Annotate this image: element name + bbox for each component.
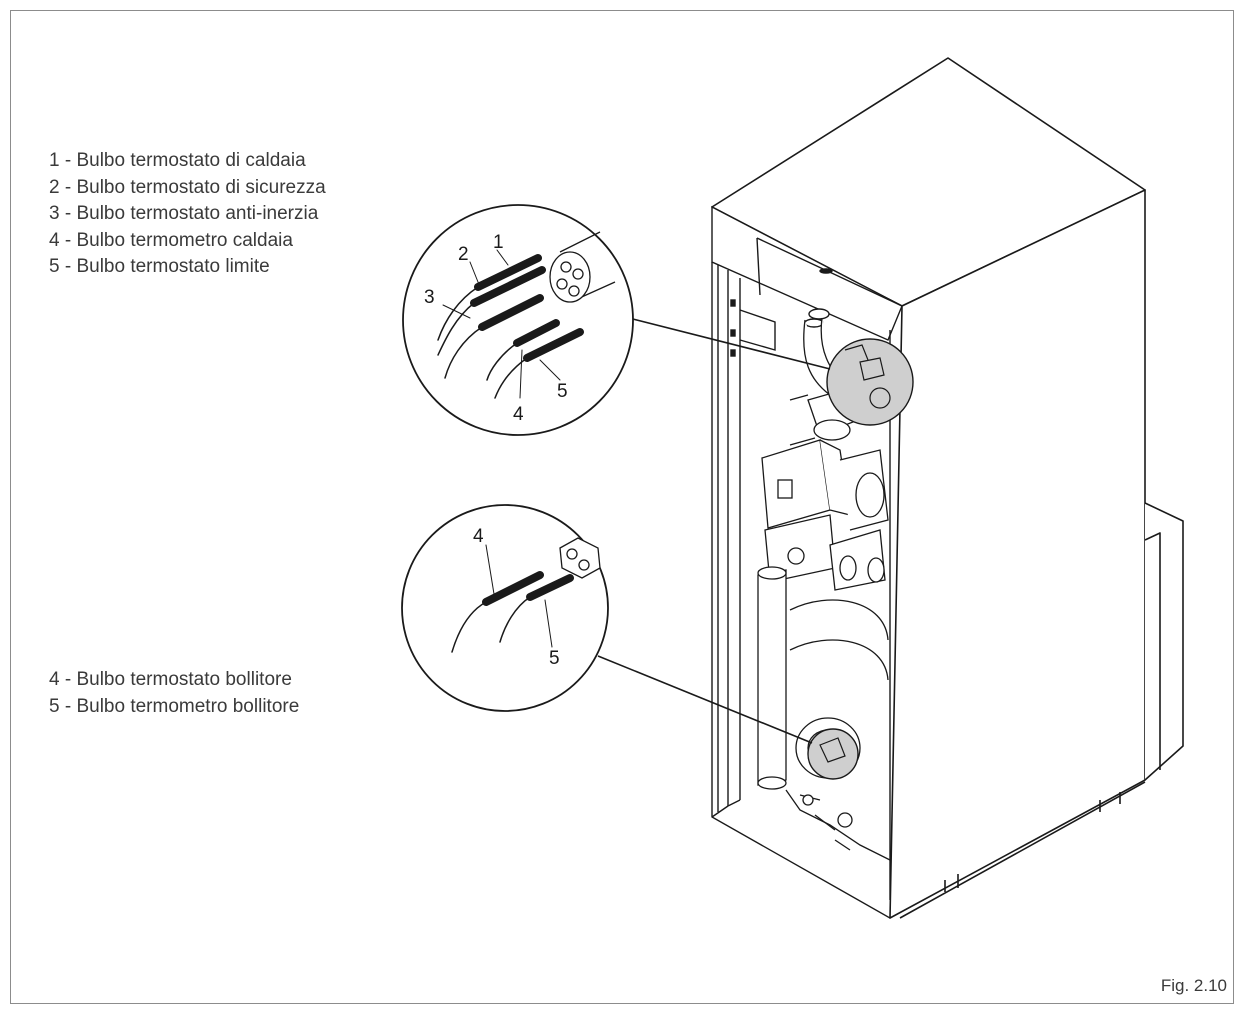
- legend-boiler-bulbs: 1 - Bulbo termostato di caldaia 2 - Bulb…: [49, 148, 326, 281]
- bulb-3: [478, 294, 544, 331]
- callout-number-2: 2: [458, 244, 469, 265]
- callout-number-5-tank: 5: [549, 648, 560, 669]
- bulb-pocket-icon: [549, 231, 616, 303]
- tank-pocket-icon: [559, 537, 601, 579]
- highlight-boiler-well: [826, 338, 914, 426]
- legend-item: 3 - Bulbo termostato anti-inerzia: [49, 203, 319, 224]
- leader-line-top: [620, 315, 831, 370]
- bulb-5-tank: [526, 574, 574, 601]
- legend-tank-bulbs: 4 - Bulbo termostato bollitore 5 - Bulbo…: [49, 667, 299, 720]
- leader-line-bottom: [597, 655, 813, 744]
- callout-tank-bulbs: 4 5: [401, 504, 609, 712]
- legend-item: 5 - Bulbo termostato limite: [49, 256, 270, 277]
- bulb-4-tank: [482, 571, 544, 606]
- control-panel: [711, 205, 903, 341]
- bulb-5: [523, 328, 584, 362]
- callout-number-5: 5: [557, 381, 568, 402]
- legend-item: 4 - Bulbo termostato bollitore: [49, 669, 292, 690]
- bulb-2: [470, 266, 546, 307]
- boiler-cabinet: [711, 57, 1184, 919]
- callout-number-3: 3: [424, 287, 435, 308]
- bulb-4: [513, 319, 560, 347]
- legend-item: 4 - Bulbo termometro caldaia: [49, 229, 293, 251]
- callout-number-4: 4: [513, 404, 524, 425]
- callout-number-1: 1: [493, 232, 504, 253]
- highlight-tank-well: [807, 728, 859, 780]
- bulb-1: [474, 254, 542, 291]
- callout-number-4-tank: 4: [473, 526, 484, 547]
- legend-item: 2 - Bulbo termostato di sicurezza: [49, 176, 326, 198]
- figure-label: Fig. 2.10: [1160, 976, 1227, 995]
- legend-item: 1 - Bulbo termostato di caldaia: [49, 150, 306, 171]
- figure-frame: [10, 10, 1234, 1004]
- boiler-well-detail: [844, 344, 891, 409]
- legend-item: 5 - Bulbo termometro bollitore: [49, 695, 300, 717]
- callout-boiler-bulbs: 1 2 3 4 5: [402, 204, 634, 436]
